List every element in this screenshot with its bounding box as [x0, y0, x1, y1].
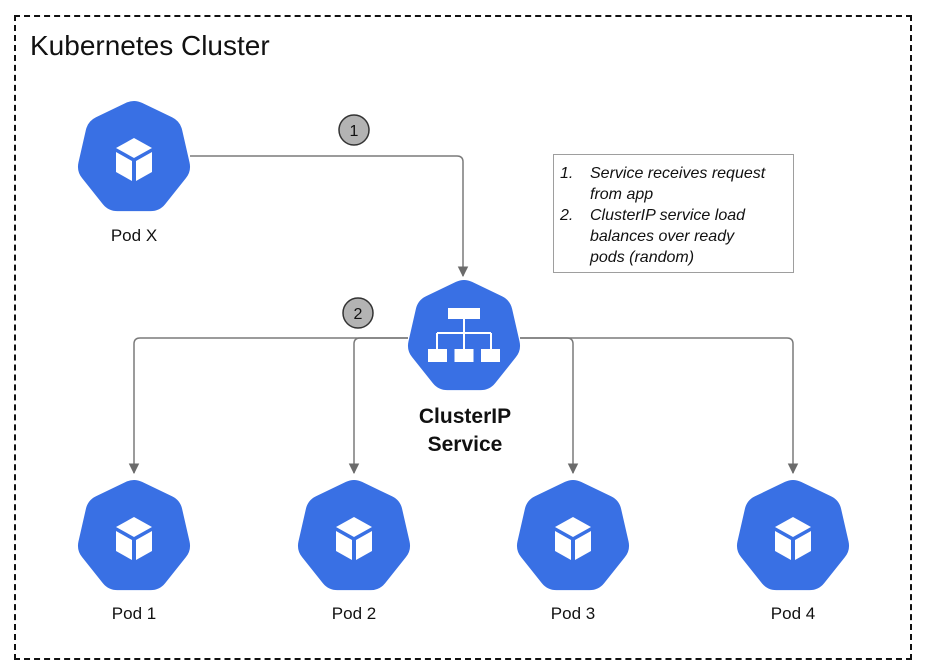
pod-2-label: Pod 2 [331, 604, 377, 623]
cluster-boundary [14, 15, 912, 660]
pod-x-node [77, 100, 191, 212]
pod-3-label: Pod 3 [550, 604, 596, 623]
pod-1-node [77, 479, 191, 591]
step-badge-2-text: 2 [354, 306, 363, 323]
legend-item-number: 2. [560, 207, 574, 224]
pod-2-node [297, 479, 411, 591]
legend-box: 1. Service receives request from app 2. … [553, 154, 794, 273]
step-badge-1: 1 [338, 114, 370, 146]
pod-x-label: Pod X [110, 226, 158, 245]
legend-item: 1. Service receives request from app [560, 163, 787, 205]
connector-podx-to-service [190, 155, 469, 278]
legend-item-text: Service receives request from app [590, 165, 766, 203]
step-badge-1-text: 1 [350, 123, 359, 140]
pod-1-label: Pod 1 [111, 604, 157, 623]
pod-4-node [736, 479, 850, 591]
service-label-line2: Service [427, 433, 503, 456]
network-hierarchy-icon [428, 308, 500, 362]
service-label-line1: ClusterIP [418, 405, 512, 428]
step-badge-2: 2 [342, 297, 374, 329]
service-label: ClusterIP Service [395, 403, 535, 459]
pod-3-node [516, 479, 630, 591]
legend-item-text: ClusterIP service load balances over rea… [590, 207, 746, 266]
connector-service-to-pods [128, 337, 799, 475]
legend-item-number: 1. [560, 165, 574, 182]
cluster-title: Kubernetes Cluster [30, 30, 270, 61]
legend-item: 2. ClusterIP service load balances over … [560, 205, 787, 268]
service-node [407, 279, 521, 391]
pod-4-label: Pod 4 [770, 604, 816, 623]
